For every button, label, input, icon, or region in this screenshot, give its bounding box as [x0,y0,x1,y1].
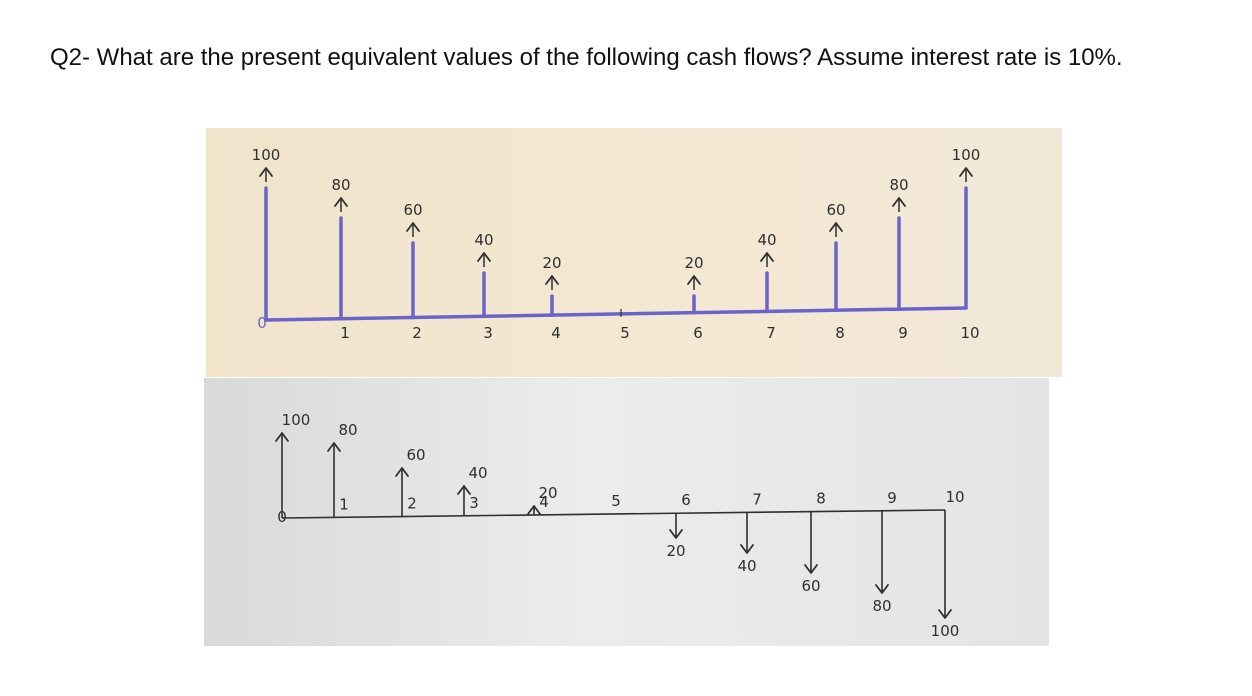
cash-flow-down-amount: 20 [666,542,685,560]
time-axis-line [264,306,968,322]
period-label: 2 [407,495,417,513]
arrow-up-icon [760,252,774,262]
cash-flow-amount: 60 [403,201,422,219]
cash-flow-down-amount: 60 [801,577,820,595]
period-label: 1 [340,324,350,342]
period-label: 8 [816,490,826,508]
arrow-up-icon [545,275,559,285]
cash-flow-down-amount: 80 [872,597,891,615]
arrow-up-icon [327,442,341,452]
arrow-down-icon [669,529,683,539]
arrow-up-icon [829,222,843,232]
period-label: 5 [611,492,621,510]
period-label: 10 [945,488,964,506]
arrow-up-icon [457,485,471,495]
cash-flow-amount: 100 [952,146,981,164]
arrow-up-icon [959,167,973,177]
arrow-up-icon [892,197,906,207]
period-label: 5 [620,324,630,342]
arrow-up-icon [477,252,491,262]
cash-flow-amount: 100 [252,146,281,164]
question-text: Q2- What are the present equivalent valu… [50,44,1123,71]
arrow-up-icon [275,432,289,442]
period-label: 8 [835,324,845,342]
cash-flow-up-amount: 100 [282,411,311,429]
period-label: 6 [681,491,691,509]
period-label: 7 [766,324,776,342]
period-label: 4 [539,493,549,511]
arrow-up-icon [406,222,420,232]
period-label: 9 [898,324,908,342]
cash-flow-amount: 40 [474,231,493,249]
arrow-up-icon [687,275,701,285]
period-label: 2 [412,324,422,342]
arrow-down-icon [804,564,818,574]
period-label: 6 [693,324,703,342]
cash-flow-down-amount: 100 [931,622,960,640]
period-label: 1 [339,495,349,513]
arrow-down-icon [740,544,754,554]
cash-flow-amount: 80 [331,176,350,194]
arrow-down-icon [938,609,952,619]
cash-flow-amount: 40 [757,231,776,249]
period-label: 9 [887,489,897,507]
period-label: 3 [469,494,479,512]
period-label-zero: 0 [277,508,287,526]
arrow-up-icon [334,197,348,207]
cash-flow-amount: 60 [826,201,845,219]
period-label-zero: 0 [257,314,267,332]
arrow-up-icon [395,467,409,477]
cash-flow-down-amount: 40 [737,557,756,575]
cash-flow-amount: 80 [889,176,908,194]
time-axis-line [281,509,946,519]
cash-flow-up-amount: 80 [338,421,357,439]
arrow-up-icon [527,505,541,515]
period-label: 4 [551,324,561,342]
cash-flow-up-amount: 20 [538,484,557,502]
cash-flow-up-amount: 60 [406,446,425,464]
arrow-up-icon [259,167,273,177]
cash-flow-amount: 20 [684,254,703,272]
period-label: 7 [752,490,762,508]
period-label: 3 [483,324,493,342]
period-label: 10 [960,324,979,342]
cash-flow-up-amount: 40 [468,464,487,482]
arrow-down-icon [875,584,889,594]
cash-flow-amount: 20 [542,254,561,272]
